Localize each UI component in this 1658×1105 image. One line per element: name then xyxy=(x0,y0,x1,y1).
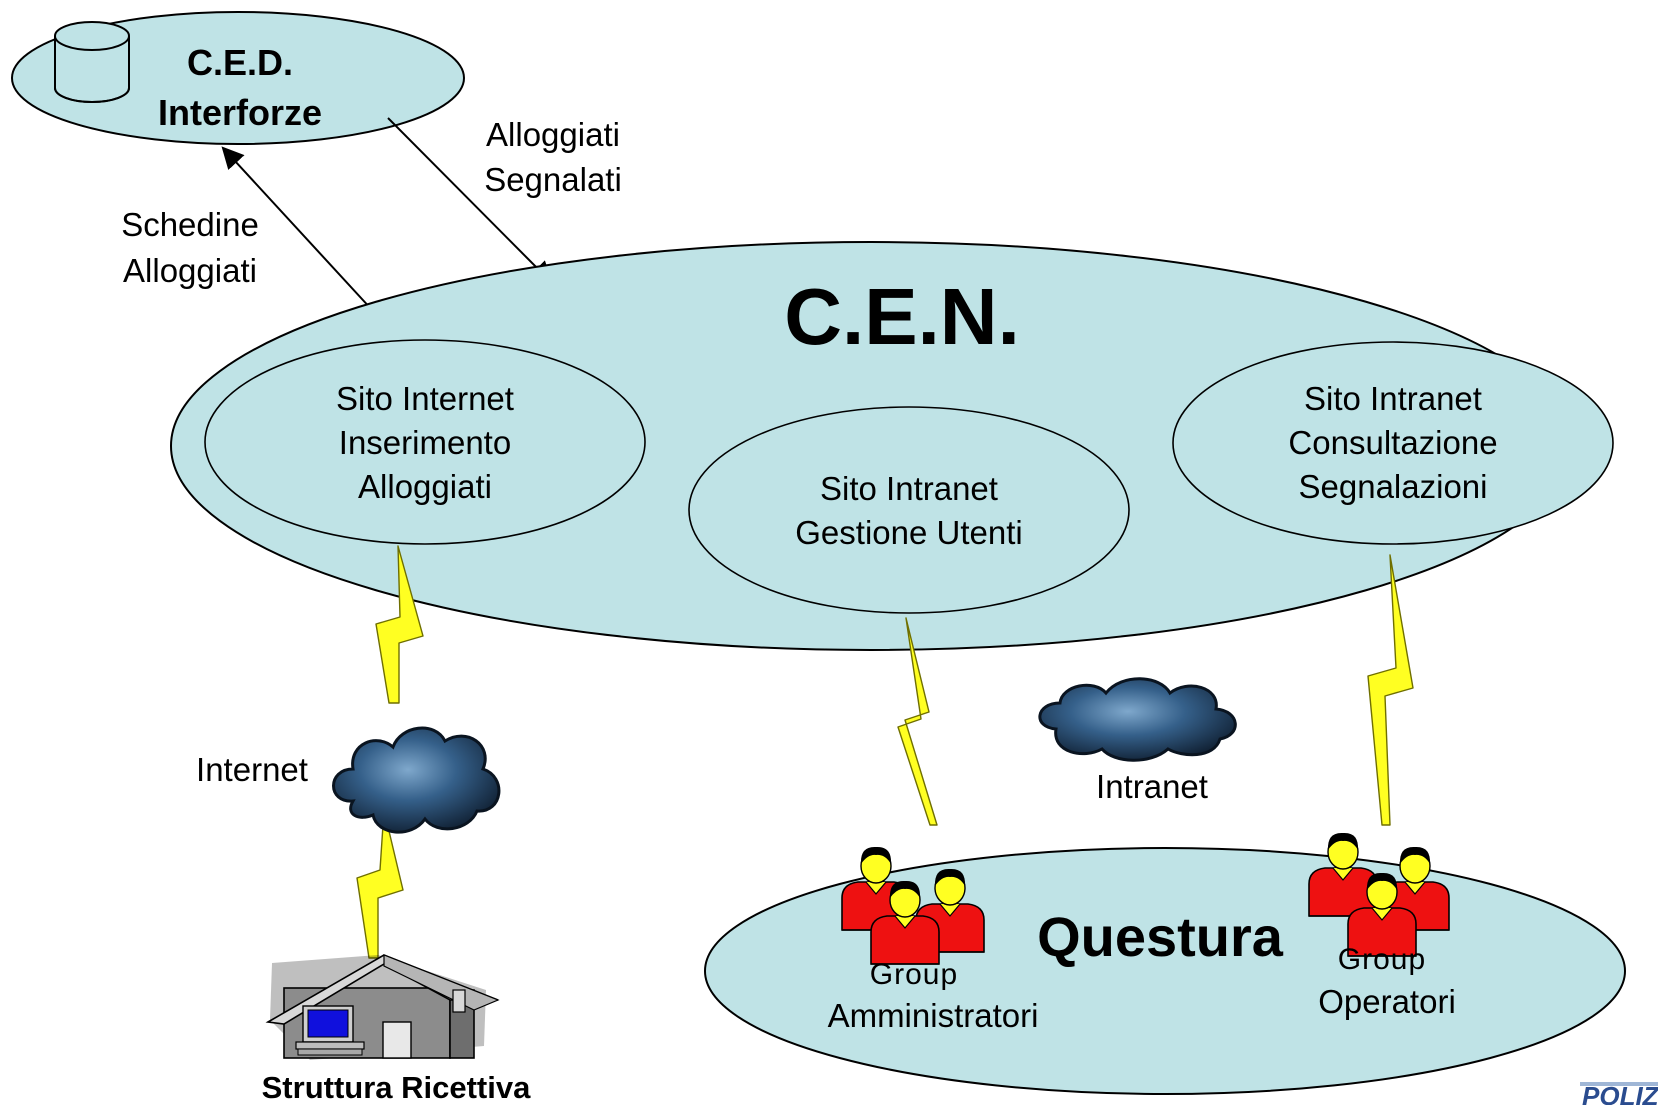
lightning-icon xyxy=(356,809,404,959)
site-intranet-consultazione: Sito Intranet Consultazione Segnalazioni xyxy=(1172,341,1614,545)
site-internet-inserimento: Sito Internet Inserimento Alloggiati xyxy=(204,339,646,545)
house-icon xyxy=(265,954,500,1060)
ced-title-line1: C.E.D. xyxy=(187,42,293,83)
ced-title-line2: Interforze xyxy=(158,92,322,133)
flow-schedine-arrow xyxy=(221,146,374,312)
questura-node xyxy=(704,847,1626,1095)
lightning-icon xyxy=(375,545,424,704)
flow-segnalati-arrow xyxy=(387,117,553,284)
flow-segnalati-label-line1: Alloggiati xyxy=(486,116,620,153)
questura-title: Questura xyxy=(1037,905,1284,968)
group-admins-line2: Amministratori xyxy=(828,997,1039,1034)
ced-interforze-node: C.E.D. Interforze xyxy=(11,11,465,145)
flow-schedine-label-line1: Schedine xyxy=(121,206,259,243)
lightning-icon xyxy=(1367,554,1414,826)
site-utenti-line2: Gestione Utenti xyxy=(795,514,1022,551)
polizia-logo-text: POLIZIA xyxy=(1582,1081,1658,1105)
group-operators-line2: Operatori xyxy=(1318,983,1456,1020)
flow-schedine-label-line2: Alloggiati xyxy=(123,252,257,289)
site-internet-line2: Inserimento xyxy=(339,424,511,461)
site-internet-line1: Sito Internet xyxy=(336,380,514,417)
site-segnalazioni-line3: Segnalazioni xyxy=(1299,468,1488,505)
site-internet-line3: Alloggiati xyxy=(358,468,492,505)
cen-title: C.E.N. xyxy=(784,272,1020,361)
database-icon xyxy=(54,21,130,103)
lightning-icon xyxy=(897,617,938,826)
site-segnalazioni-line1: Sito Intranet xyxy=(1304,380,1482,417)
group-admins-line1: Group xyxy=(870,958,958,991)
network-intranet-label: Intranet xyxy=(1096,768,1208,805)
cloud-icon xyxy=(332,726,501,834)
site-utenti-line1: Sito Intranet xyxy=(820,470,998,507)
struttura-ricettiva-label: Struttura Ricettiva xyxy=(262,1070,531,1105)
cloud-icon xyxy=(1038,677,1237,762)
computer-icon xyxy=(295,1005,365,1056)
site-intranet-gestione-utenti: Sito Intranet Gestione Utenti xyxy=(688,406,1130,614)
flow-segnalati-label-line2: Segnalati xyxy=(484,161,622,198)
site-segnalazioni-line2: Consultazione xyxy=(1288,424,1497,461)
polizia-logo: POLIZIA xyxy=(1580,1081,1658,1105)
group-operators-line1: Group xyxy=(1338,943,1426,976)
network-internet-label: Internet xyxy=(196,751,308,788)
